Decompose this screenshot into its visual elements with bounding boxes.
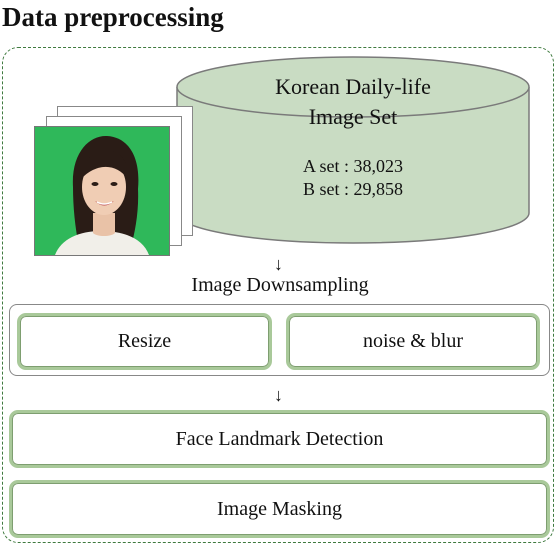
diagram-title: Data preprocessing <box>2 2 224 32</box>
dataset-title-line2: Image Set <box>308 104 398 129</box>
image-stack <box>34 106 194 266</box>
preprocessing-container <box>2 47 554 543</box>
face-portrait-icon <box>35 127 169 255</box>
image-masking-step: Image Masking <box>9 480 550 538</box>
dataset-cylinder <box>176 56 530 244</box>
arrow-to-landmark: ↓ <box>274 385 283 405</box>
dataset-title-line1: Korean Daily-life <box>275 74 431 99</box>
resize-step: Resize <box>17 313 272 370</box>
downsampling-label: Image Downsampling <box>191 274 369 296</box>
b-set-count: B set : 29,858 <box>302 179 403 199</box>
dataset-title: Korean Daily-life Image Set <box>175 72 531 132</box>
noise-blur-step: noise & blur <box>286 313 540 370</box>
face-photo <box>34 126 170 256</box>
dataset-counts: A set : 38,023 B set : 29,858 <box>175 155 531 201</box>
downsampling-group <box>9 304 550 376</box>
face-landmark-step: Face Landmark Detection <box>9 410 550 468</box>
arrow-to-downsampling: ↓ <box>274 254 283 274</box>
a-set-count: A set : 38,023 <box>302 156 403 176</box>
